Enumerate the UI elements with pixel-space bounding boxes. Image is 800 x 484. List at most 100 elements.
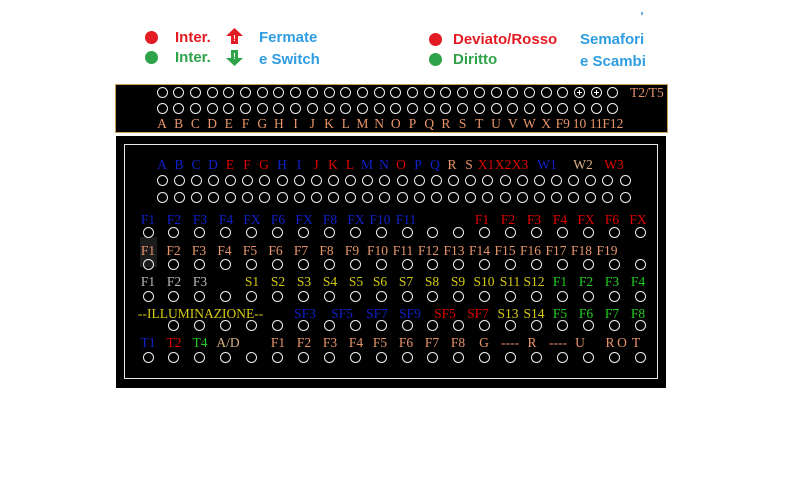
connector-hole[interactable] (516, 174, 528, 186)
connector-hole[interactable] (297, 319, 309, 331)
connector-hole[interactable] (323, 226, 335, 238)
connector-hole[interactable] (479, 290, 491, 302)
connector-hole[interactable] (557, 86, 569, 98)
connector-hole[interactable] (413, 174, 425, 186)
connector-hole[interactable] (531, 226, 542, 238)
connector-hole[interactable] (349, 258, 361, 270)
connector-hole[interactable] (401, 290, 413, 302)
connector-hole[interactable] (453, 258, 465, 270)
connector-hole[interactable] (189, 102, 201, 114)
connector-hole[interactable] (590, 86, 602, 98)
connector-hole[interactable] (401, 351, 413, 363)
connector-hole[interactable] (516, 191, 528, 203)
connector-hole[interactable] (259, 174, 271, 186)
connector-hole[interactable] (168, 258, 180, 270)
connector-hole[interactable] (540, 102, 552, 114)
connector-hole[interactable] (246, 290, 258, 302)
connector-hole[interactable] (246, 258, 258, 270)
connector-hole[interactable] (356, 102, 368, 114)
connector-hole[interactable] (479, 226, 491, 238)
connector-hole[interactable] (349, 319, 361, 331)
connector-hole[interactable] (375, 290, 387, 302)
connector-hole[interactable] (256, 86, 268, 98)
connector-hole[interactable] (602, 191, 614, 203)
connector-hole[interactable] (225, 191, 237, 203)
connector-hole[interactable] (240, 86, 251, 98)
connector-hole[interactable] (323, 258, 335, 270)
connector-hole[interactable] (634, 351, 646, 363)
connector-hole[interactable] (242, 174, 254, 186)
connector-hole[interactable] (582, 351, 594, 363)
connector-hole[interactable] (375, 351, 387, 363)
connector-hole[interactable] (340, 86, 352, 98)
connector-hole[interactable] (473, 102, 485, 114)
connector-hole[interactable] (306, 102, 318, 114)
connector-hole[interactable] (272, 351, 283, 363)
connector-hole[interactable] (457, 102, 469, 114)
connector-hole[interactable] (457, 86, 469, 98)
connector-hole[interactable] (585, 191, 597, 203)
connector-hole[interactable] (390, 86, 402, 98)
connector-hole[interactable] (220, 351, 232, 363)
connector-hole[interactable] (323, 290, 335, 302)
connector-hole[interactable] (349, 290, 361, 302)
connector-hole[interactable] (465, 174, 477, 186)
connector-hole[interactable] (482, 191, 494, 203)
connector-hole[interactable] (220, 258, 232, 270)
connector-hole[interactable] (225, 174, 237, 186)
connector-hole[interactable] (223, 86, 235, 98)
connector-hole[interactable] (482, 174, 494, 186)
connector-hole[interactable] (390, 102, 402, 114)
connector-hole[interactable] (608, 351, 620, 363)
connector-hole[interactable] (401, 226, 413, 238)
connector-hole[interactable] (602, 174, 614, 186)
connector-hole[interactable] (407, 86, 418, 98)
connector-hole[interactable] (582, 226, 594, 238)
connector-hole[interactable] (574, 102, 585, 114)
connector-hole[interactable] (206, 102, 218, 114)
connector-hole[interactable] (220, 290, 232, 302)
connector-hole[interactable] (190, 191, 202, 203)
connector-hole[interactable] (189, 86, 201, 98)
connector-hole[interactable] (531, 290, 542, 302)
connector-hole[interactable] (362, 191, 374, 203)
connector-hole[interactable] (490, 102, 502, 114)
connector-hole[interactable] (531, 351, 542, 363)
connector-hole[interactable] (293, 191, 305, 203)
connector-hole[interactable] (453, 319, 465, 331)
connector-hole[interactable] (634, 226, 646, 238)
connector-hole[interactable] (142, 290, 154, 302)
connector-hole[interactable] (194, 290, 206, 302)
connector-hole[interactable] (220, 319, 232, 331)
connector-hole[interactable] (273, 102, 285, 114)
connector-hole[interactable] (556, 290, 568, 302)
connector-hole[interactable] (490, 86, 502, 98)
connector-hole[interactable] (440, 102, 452, 114)
connector-hole[interactable] (379, 174, 391, 186)
connector-hole[interactable] (427, 226, 439, 238)
connector-hole[interactable] (634, 290, 646, 302)
connector-hole[interactable] (328, 174, 339, 186)
connector-hole[interactable] (340, 102, 352, 114)
connector-hole[interactable] (507, 102, 519, 114)
connector-hole[interactable] (453, 226, 465, 238)
connector-hole[interactable] (582, 319, 594, 331)
connector-hole[interactable] (479, 319, 491, 331)
connector-hole[interactable] (507, 86, 519, 98)
connector-hole[interactable] (465, 191, 477, 203)
connector-hole[interactable] (272, 319, 283, 331)
connector-hole[interactable] (276, 174, 288, 186)
connector-hole[interactable] (345, 174, 357, 186)
connector-hole[interactable] (531, 258, 542, 270)
connector-hole[interactable] (194, 226, 206, 238)
connector-hole[interactable] (427, 258, 439, 270)
connector-hole[interactable] (505, 226, 517, 238)
connector-hole[interactable] (240, 102, 251, 114)
connector-hole[interactable] (168, 226, 180, 238)
connector-hole[interactable] (156, 191, 168, 203)
connector-hole[interactable] (453, 290, 465, 302)
connector-hole[interactable] (379, 191, 391, 203)
connector-hole[interactable] (574, 86, 585, 98)
connector-hole[interactable] (608, 290, 620, 302)
connector-hole[interactable] (173, 191, 185, 203)
